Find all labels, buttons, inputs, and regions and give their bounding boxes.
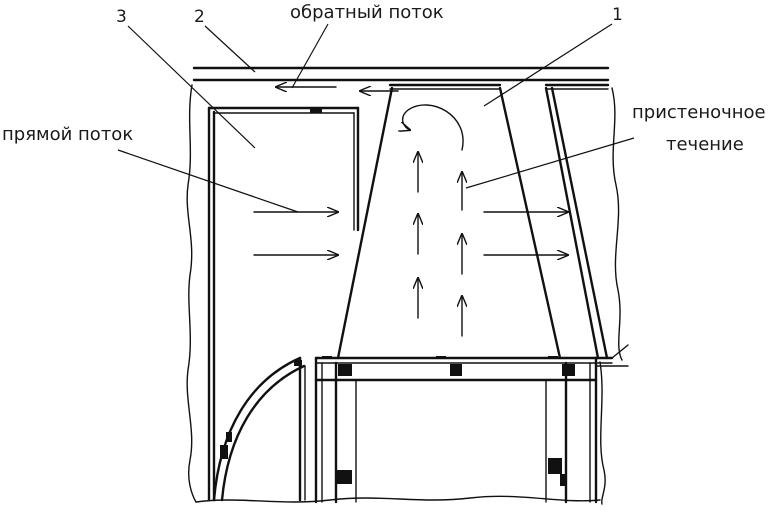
cone-left-wall xyxy=(336,86,394,360)
duct-curve-outer xyxy=(212,356,302,502)
direct-flow-label: прямой поток xyxy=(2,124,133,145)
frame-block-right xyxy=(562,364,575,376)
callout-3: 3 xyxy=(116,7,127,27)
enclosure-top-block xyxy=(310,109,322,113)
wall-flow-label-line2: течение xyxy=(666,134,744,155)
leader-callout-1 xyxy=(483,23,613,107)
left-wavy-boundary xyxy=(186,84,197,503)
bottom-wavy-boundary xyxy=(195,495,601,503)
wall-flow-label-line1: пристеночное xyxy=(632,102,766,123)
duct-curve-inner xyxy=(220,364,306,502)
duct-block-c xyxy=(294,360,302,366)
leader-direct-flow xyxy=(117,149,299,213)
outer-right-wall-a xyxy=(544,86,600,360)
frame-block-lower-right xyxy=(548,458,562,474)
duct-block-b xyxy=(226,432,232,442)
leader-callout-3 xyxy=(127,25,256,149)
curl-arrow xyxy=(403,104,464,151)
frame-right-stub xyxy=(611,344,629,359)
frame-block-top-center xyxy=(436,356,446,359)
right-wavy-boundary xyxy=(611,87,623,361)
callout-1: 1 xyxy=(612,5,623,25)
duct-block-a xyxy=(220,445,228,459)
reverse-flow-label: обратный поток xyxy=(290,2,444,23)
frame-block-left xyxy=(338,364,352,376)
frame-block-lower-right-2 xyxy=(560,474,566,486)
callout-2: 2 xyxy=(194,7,205,27)
outer-right-wall-b xyxy=(550,86,609,360)
frame-block-lower-left xyxy=(336,470,352,484)
leader-reverse-flow xyxy=(291,23,329,89)
frame-block-center xyxy=(450,364,462,376)
leader-wall-flow xyxy=(465,137,635,189)
right-lower-wavy xyxy=(599,361,606,505)
frame-block-top-left xyxy=(322,356,332,359)
frame-block-top-right xyxy=(548,356,558,359)
leader-callout-2 xyxy=(204,25,256,73)
cone-right-wall xyxy=(498,86,562,360)
